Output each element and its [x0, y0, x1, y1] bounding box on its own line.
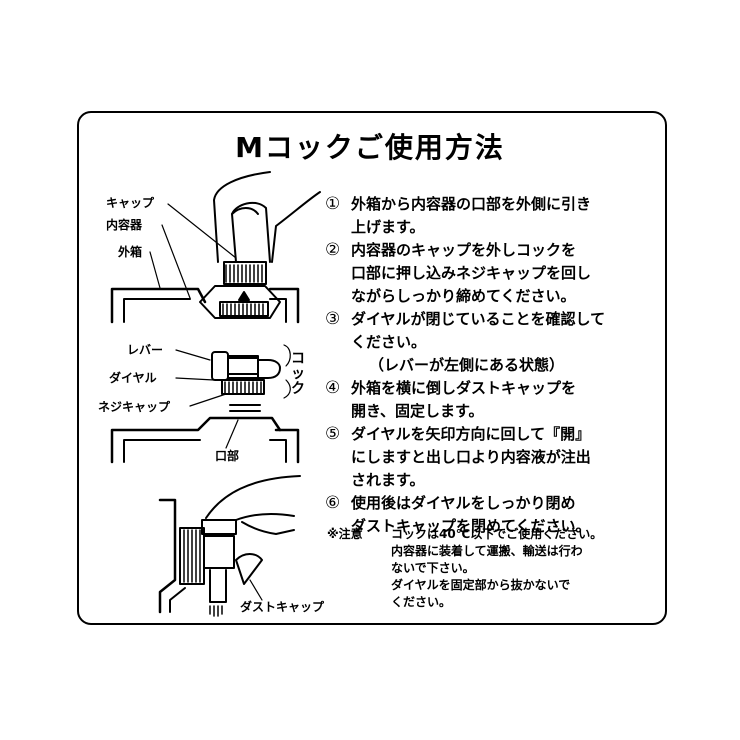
instruction-steps: ① 外箱から内容器の口部を外側に引き 上げます。 ② 内容器のキャップを外しコッ…	[325, 193, 655, 538]
page-title: Mコックご使用方法	[235, 131, 505, 164]
step-4: ④ 外箱を横に倒しダストキャップを 開き、固定します。	[325, 377, 655, 423]
step-5: ⑤ ダイヤルを矢印方向に回して『開』 にしますと出し口より内容液が注出 されます…	[325, 423, 655, 492]
step-line: にしますと出し口より内容液が注出	[351, 448, 591, 466]
step-line: ダイヤルを矢印方向に回して『開』	[351, 425, 591, 443]
caution-notes: ※注意 コックは40℃以下でご使用ください。 内容器に装着して運搬、輸送は行わ …	[327, 526, 657, 611]
step-3: ③ ダイヤルが閉じていることを確認して ください。 （レバーが左側にある状態）	[325, 308, 655, 377]
label-lever: レバー	[127, 343, 164, 357]
leader-lines	[149, 203, 291, 601]
label-cock: コック	[291, 351, 305, 397]
step-line: 口部に押し込みネジキャップを回し	[351, 264, 592, 282]
caution-line: ダイヤルを固定部から抜かないで	[391, 578, 571, 592]
label-dial: ダイヤル	[109, 371, 157, 385]
outer-box-top-figure	[110, 171, 321, 324]
step-line: 上げます。	[351, 218, 425, 236]
step-line: ください。	[351, 333, 427, 351]
step-line: 開き、固定します。	[351, 402, 484, 420]
instruction-card	[77, 111, 667, 625]
caution-line: ないで下さい。	[391, 561, 475, 575]
cock-parts-figure	[110, 351, 300, 464]
step-2: ② 内容器のキャップを外しコックを 口部に押し込みネジキャップを回し ながらしっ…	[325, 239, 655, 308]
caution-line: ください。	[391, 595, 452, 609]
step-number: ①	[325, 194, 341, 214]
step-number: ③	[325, 309, 341, 329]
step-line: 外箱を横に倒しダストキャップを	[351, 379, 577, 397]
step-6: ⑥ 使用後はダイヤルをしっかり閉め ダストキャップを閉めてください。	[325, 492, 655, 538]
step-line: 使用後はダイヤルをしっかり閉め	[351, 494, 576, 512]
label-cap: キャップ	[106, 196, 155, 210]
dispensing-figure	[158, 475, 301, 617]
step-line: されます。	[351, 471, 425, 489]
step-line: ながらしっかり締めてください。	[351, 287, 576, 305]
step-number: ⑤	[325, 424, 341, 444]
step-line: 内容器のキャップを外しコックを	[351, 241, 577, 259]
caution-line: 内容器に装着して運搬、輸送は行わ	[391, 544, 583, 558]
step-1: ① 外箱から内容器の口部を外側に引き 上げます。	[325, 193, 655, 239]
label-screw-cap: ネジキャップ	[98, 400, 171, 414]
step-number: ④	[325, 378, 341, 398]
step-line: ダイヤルが閉じていることを確認して	[351, 310, 606, 328]
caution-line: コックは40℃以下でご使用ください。	[391, 527, 603, 541]
label-dust-cap: ダストキャップ	[240, 600, 325, 614]
label-mouth: 口部	[215, 449, 240, 463]
label-outer-box: 外箱	[118, 245, 143, 259]
label-inner-container: 内容器	[106, 218, 143, 232]
step-number: ⑥	[325, 493, 341, 513]
step-line: ダストキャップを閉めてください。	[351, 517, 591, 535]
caution-heading: ※注意	[327, 527, 363, 541]
step-note: （レバーが左側にある状態）	[369, 356, 565, 374]
step-line: 外箱から内容器の口部を外側に引き	[351, 195, 592, 213]
step-number: ②	[325, 240, 341, 260]
